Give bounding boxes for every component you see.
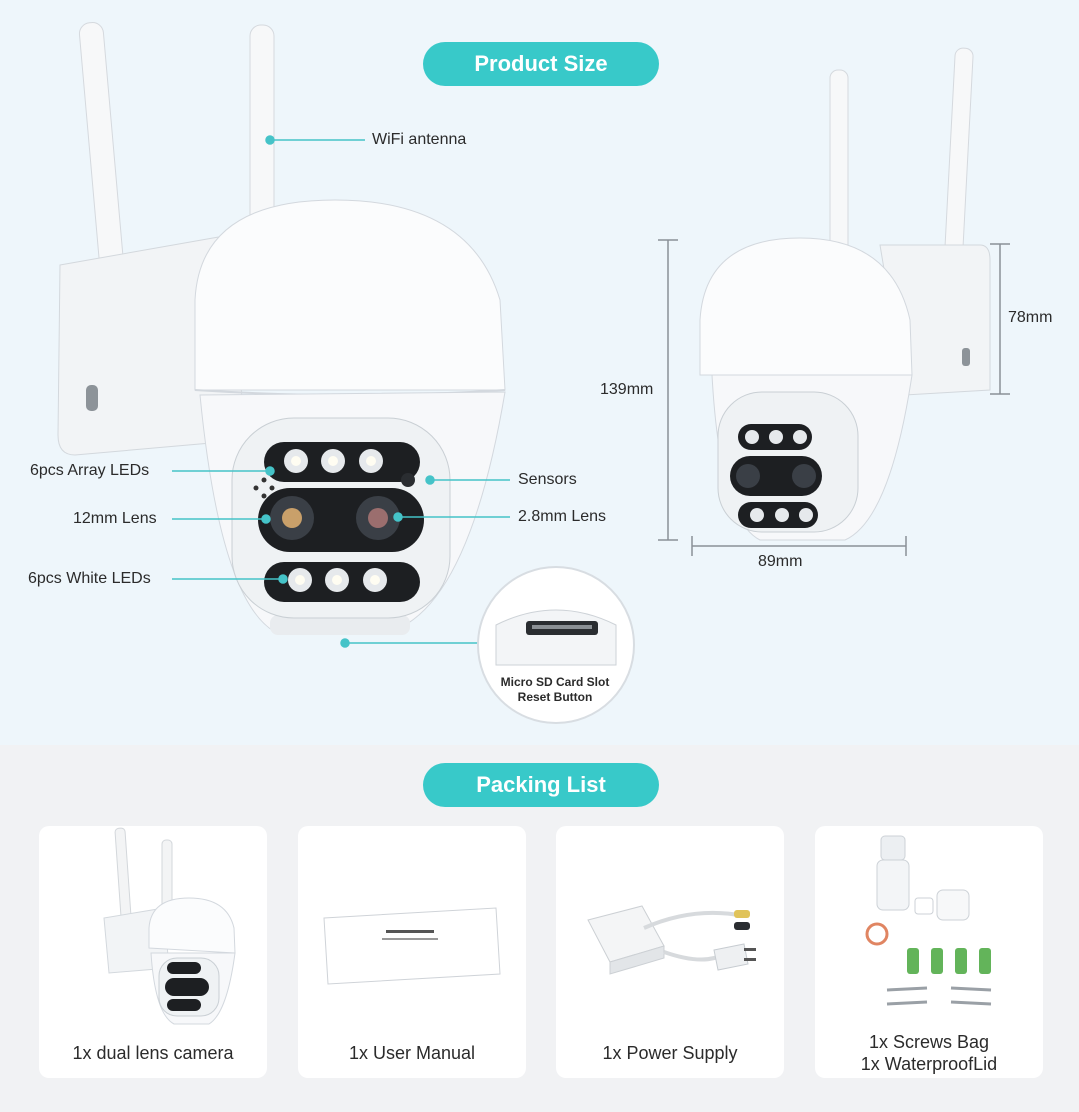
screws-bag-caption: 1x Screws Bag <box>868 1032 990 1052</box>
callout-lines <box>172 135 510 648</box>
waterproof-lid-caption: 1x WaterproofLid <box>860 1054 998 1074</box>
camera-caption: 1x dual lens camera <box>72 1043 234 1063</box>
power-supply-caption: 1x Power Supply <box>602 1043 738 1063</box>
packing-item-camera: 1x dual lens camera <box>39 826 267 1078</box>
accessories-thumbnail <box>865 835 992 1006</box>
camera-large-illustration <box>57 22 506 635</box>
product-size-title: Product Size <box>423 42 659 86</box>
wifi-antenna-label: WiFi antenna <box>372 131 467 148</box>
manual-thumbnail <box>323 907 501 985</box>
lens-28mm-label: 2.8mm Lens <box>518 508 607 525</box>
camera-thumbnail <box>103 827 236 1025</box>
packing-list-title: Packing List <box>423 763 659 807</box>
dimension-height-label: 139mm <box>600 381 654 398</box>
sd-card-slot-zoom <box>477 566 635 724</box>
dimension-head-height-label: 78mm <box>1008 309 1053 326</box>
sd-slot-label: Micro SD Card Slot <box>500 675 610 689</box>
dimension-width-label: 89mm <box>758 553 803 570</box>
camera-small-illustration <box>658 47 1010 556</box>
packing-item-accessories: 1x Screws Bag 1x WaterproofLid <box>815 826 1043 1078</box>
lens-12mm-label: 12mm Lens <box>73 510 157 527</box>
power-supply-thumbnail <box>587 905 756 975</box>
manual-caption: 1x User Manual <box>348 1043 476 1063</box>
packing-item-power-supply: 1x Power Supply <box>556 826 784 1078</box>
white-leds-label: 6pcs White LEDs <box>28 570 151 587</box>
sensors-label: Sensors <box>518 471 577 488</box>
reset-button-label: Reset Button <box>517 690 593 704</box>
array-leds-label: 6pcs Array LEDs <box>30 462 150 479</box>
packing-item-manual: 1x User Manual <box>298 826 526 1078</box>
